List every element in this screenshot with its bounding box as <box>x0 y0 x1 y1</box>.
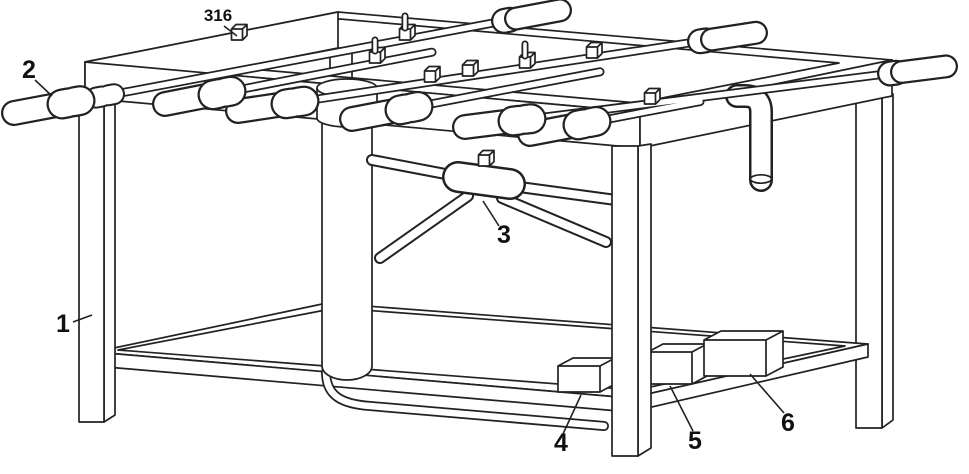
back-right-leg-side <box>881 93 894 429</box>
storage-box-5 <box>647 343 708 385</box>
front-right-leg-side <box>637 143 652 457</box>
shelf-border <box>117 307 846 391</box>
label-6: 6 <box>781 409 795 437</box>
column-shaft <box>321 117 373 381</box>
label-2: 2 <box>22 56 36 84</box>
label-1: 1 <box>56 310 70 338</box>
back-right-leg <box>855 95 883 429</box>
reference-labels: 316 2 1 3 4 5 6 <box>22 6 795 457</box>
storage-box-6 <box>703 330 784 377</box>
storage-box-4 <box>557 357 616 393</box>
front-right-leg <box>611 145 639 457</box>
drain-pipe-mouth <box>749 173 773 185</box>
label-316: 316 <box>204 6 232 25</box>
label-4: 4 <box>554 429 568 457</box>
rod-fittings <box>230 16 661 105</box>
tab-316 <box>230 23 248 41</box>
drain-pipe <box>737 96 772 183</box>
front-legs <box>78 96 652 457</box>
clamp-bolt <box>477 149 495 167</box>
front-left-leg-side <box>103 96 116 423</box>
front-left-leg <box>78 97 105 423</box>
label-3: 3 <box>497 221 511 249</box>
clamp-assembly <box>372 149 616 259</box>
rod-clips <box>368 23 661 105</box>
storage-boxes <box>557 330 784 393</box>
label-5: 5 <box>688 427 702 455</box>
leader-lines <box>34 25 785 435</box>
